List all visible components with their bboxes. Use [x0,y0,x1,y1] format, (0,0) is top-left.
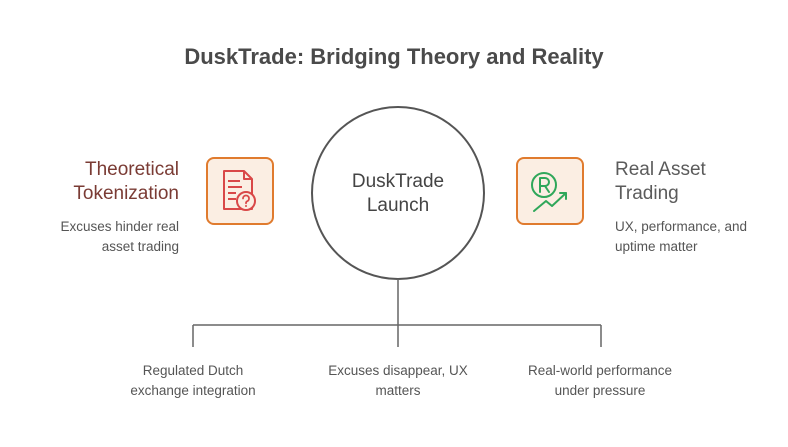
center-label-line1: DuskTrade [351,171,445,192]
center-label-line2: Launch [366,195,430,216]
document-question-icon [223,170,256,211]
right-icon-box [516,157,584,225]
left-node-desc-line2: asset trading [101,239,179,254]
left-node-title-line2: Tokenization [73,183,179,204]
left-node-title: Theoretical Tokenization [9,158,179,206]
left-node-title-line1: Theoretical [85,159,179,180]
left-node-description: Excuses hinder real asset trading [9,217,179,257]
coin-growth-icon [531,172,567,212]
bottom-label-1-line2: exchange integration [130,383,256,398]
right-node-title-line1: Real Asset [615,159,706,180]
bottom-label-1: Regulated Dutch exchange integration [103,361,283,401]
center-label: DuskTrade Launch [323,170,473,218]
right-node-description: UX, performance, and uptime matter [615,217,785,257]
left-node-desc-line1: Excuses hinder real [60,219,179,234]
right-node-title-line2: Trading [615,183,679,204]
bottom-label-2: Excuses disappear, UX matters [308,361,488,401]
bottom-label-3-line2: under pressure [554,383,646,398]
bottom-label-3: Real-world performance under pressure [510,361,690,401]
right-node-title: Real Asset Trading [615,158,785,206]
right-node-desc-line1: UX, performance, and [615,219,748,234]
right-node-desc-line2: uptime matter [615,239,698,254]
bottom-label-1-line1: Regulated Dutch [142,363,244,378]
diagram-title: DuskTrade: Bridging Theory and Reality [184,44,604,69]
bottom-label-2-line2: matters [375,383,421,398]
left-icon-box [206,157,274,225]
bottom-label-2-line1: Excuses disappear, UX [328,363,468,378]
bottom-label-3-line1: Real-world performance [527,363,673,378]
